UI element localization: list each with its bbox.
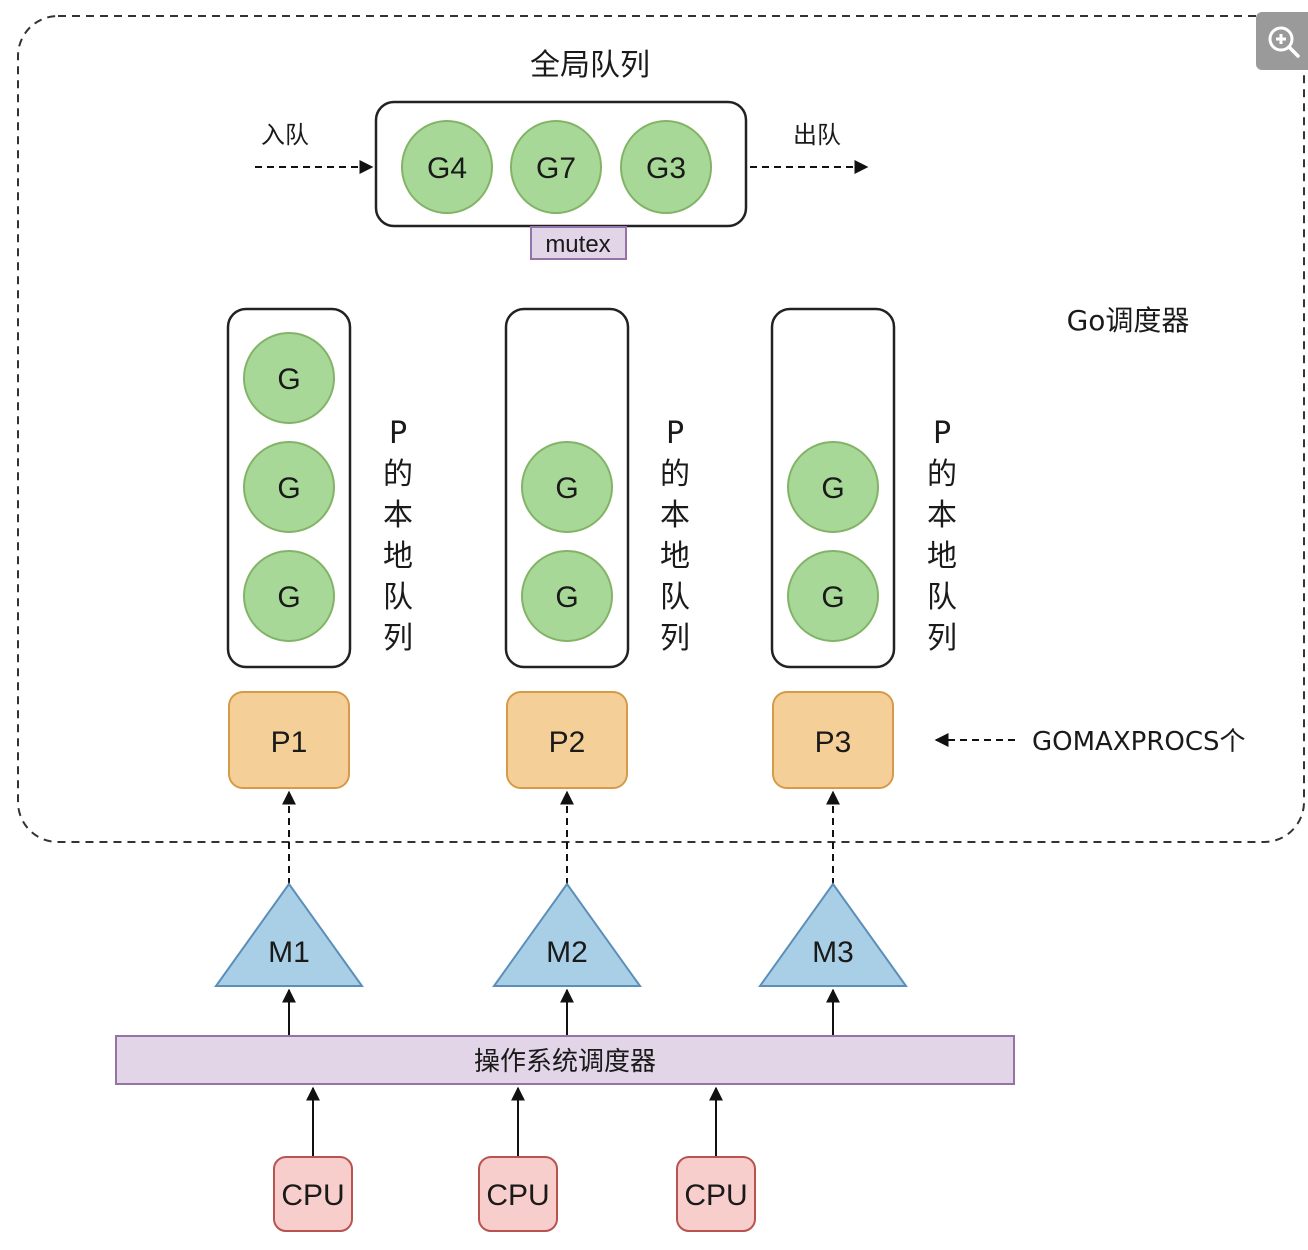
processor-label: P1 (271, 726, 308, 759)
goroutine-label: G (277, 363, 300, 396)
goroutine-label: G (821, 581, 844, 614)
processor-box (506, 691, 628, 789)
local-queue-label-char: P (666, 416, 684, 451)
local-queue-label-char: 本 (660, 498, 690, 533)
zoom-in-icon (1268, 26, 1300, 58)
local-queue-label-char: 地 (383, 539, 413, 574)
goroutine-label: G (555, 581, 578, 614)
goroutine-node (521, 441, 613, 533)
cpu-box (676, 1156, 756, 1232)
machine-label: M2 (546, 936, 588, 969)
go-scheduler-boundary (17, 15, 1305, 843)
goroutine-node (620, 120, 712, 214)
os-scheduler-bar (115, 1035, 1015, 1085)
local-queue-label-char: 的 (927, 457, 957, 492)
goroutine-node (787, 441, 879, 533)
goroutine-node (510, 120, 602, 214)
goroutine-node (521, 550, 613, 642)
goroutine-label: G4 (427, 152, 467, 185)
os-scheduler-label: 操作系统调度器 (474, 1047, 656, 1077)
processor-label: P3 (815, 726, 852, 759)
gomaxprocs-label: GOMAXPROCS个 (1032, 727, 1246, 757)
goroutine-label: G (821, 472, 844, 505)
local-queue-label-char: 的 (660, 457, 690, 492)
machine-label: M1 (268, 936, 310, 969)
local-queue-label-char: 列 (383, 621, 413, 656)
goroutine-node (787, 550, 879, 642)
global-queue-title: 全局队列 (530, 48, 650, 83)
goroutine-label: G (277, 472, 300, 505)
goroutine-label: G7 (536, 152, 576, 185)
zoom-in-button[interactable] (1256, 12, 1308, 70)
processor-box (772, 691, 894, 789)
local-queue-label-char: 本 (383, 498, 413, 533)
mutex-badge (530, 226, 627, 260)
machine-thread (214, 882, 364, 987)
processor-box (228, 691, 350, 789)
go-scheduler-title: Go调度器 (1067, 304, 1190, 337)
local-queue-label-char: 地 (927, 539, 957, 574)
mutex-label: mutex (545, 231, 610, 258)
goroutine-node (401, 120, 493, 214)
machine-label: M3 (812, 936, 854, 969)
cpu-label: CPU (281, 1179, 344, 1212)
cpu-label: CPU (684, 1179, 747, 1212)
cpu-box (478, 1156, 558, 1232)
goroutine-node (243, 441, 335, 533)
local-queue-label-char: P (389, 416, 407, 451)
local-queue-label-char: 队 (927, 580, 957, 615)
local-queue-label-char: 本 (927, 498, 957, 533)
dequeue-label: 出队 (793, 121, 841, 149)
goroutine-node (243, 332, 335, 424)
cpu-box (273, 1156, 353, 1232)
goroutine-label: G (555, 472, 578, 505)
local-queue-label-char: 列 (660, 621, 690, 656)
local-queue-label-char: P (933, 416, 951, 451)
local-queue-label-char: 队 (383, 580, 413, 615)
machine-thread (758, 882, 908, 987)
local-queue-label-char: 队 (660, 580, 690, 615)
local-queue-label-char: 的 (383, 457, 413, 492)
processor-label: P2 (549, 726, 586, 759)
goroutine-label: G3 (646, 152, 686, 185)
goroutine-node (243, 550, 335, 642)
cpu-label: CPU (486, 1179, 549, 1212)
enqueue-label: 入队 (261, 121, 309, 149)
local-queue-label-char: 地 (660, 539, 690, 574)
machine-thread (492, 882, 642, 987)
goroutine-label: G (277, 581, 300, 614)
local-queue-label-char: 列 (927, 621, 957, 656)
